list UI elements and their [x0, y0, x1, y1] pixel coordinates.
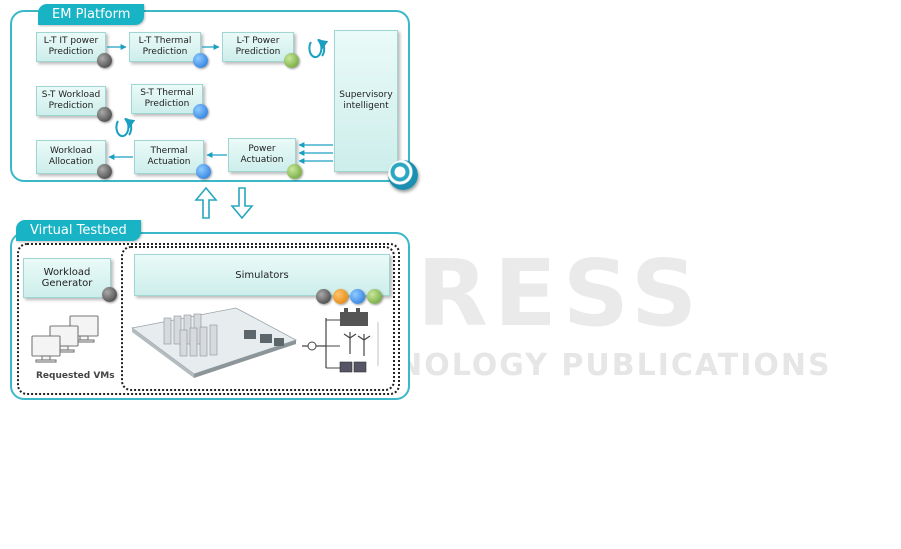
cpu-badge-icon — [97, 53, 112, 68]
power-actuation-box: Power Actuation — [228, 138, 296, 172]
datacenter-illustration — [131, 307, 298, 378]
lt-it-power-prediction-box: L-T IT power Prediction — [36, 32, 106, 62]
cpu-badge-icon — [97, 164, 112, 179]
wind-badge-icon — [287, 164, 302, 179]
snowflake-badge-icon — [193, 53, 208, 68]
snowflake-badge-icon — [193, 104, 208, 119]
snowflake-badge-icon — [350, 289, 365, 304]
workload-allocation-box: Workload Allocation — [36, 140, 106, 174]
thermal-actuation-box: Thermal Actuation — [134, 140, 204, 174]
wind-badge-icon — [367, 289, 382, 304]
supervisory-intelligent-box: Supervisory intelligent — [334, 30, 398, 172]
cpu-badge-icon — [97, 107, 112, 122]
snowflake-badge-icon — [196, 164, 211, 179]
power-grid-illustration — [302, 308, 379, 373]
cpu-badge-icon — [316, 289, 331, 304]
em-platform-title: EM Platform — [38, 4, 145, 25]
supervisory-logo-icon — [388, 160, 418, 190]
lt-power-prediction-box: L-T Power Prediction — [222, 32, 294, 62]
requested-vms-label: Requested VMs — [36, 371, 115, 381]
lt-thermal-prediction-box: L-T Thermal Prediction — [129, 32, 201, 62]
virtual-testbed-title: Virtual Testbed — [16, 220, 141, 241]
testbed-dotted-outer — [17, 243, 400, 395]
st-workload-prediction-box: S-T Workload Prediction — [36, 86, 106, 116]
simulators-box: Simulators — [134, 254, 390, 296]
wind-badge-icon — [284, 53, 299, 68]
cpu-badge-icon — [102, 287, 117, 302]
st-thermal-prediction-box: S-T Thermal Prediction — [131, 84, 203, 114]
server-badge-icon — [333, 289, 348, 304]
simulators-dotted-region — [121, 246, 395, 391]
workload-generator-box: Workload Generator — [23, 258, 111, 298]
monitors-icon — [31, 315, 99, 363]
